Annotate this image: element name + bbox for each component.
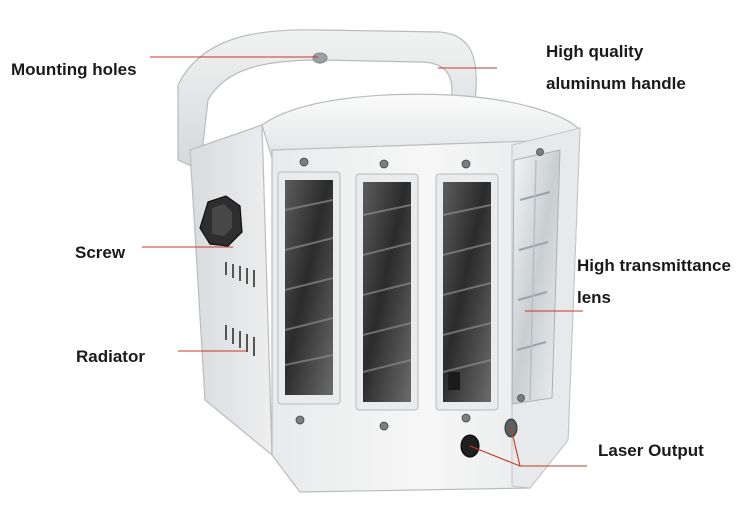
label-lens-line2: lens: [577, 288, 612, 307]
label-handle-line2: aluminum handle: [546, 74, 686, 93]
label-transmittance-lens: High transmittance lens: [577, 250, 731, 314]
lens-panel-1: [277, 171, 341, 405]
lens-panel-2: [355, 173, 419, 411]
mounting-hole: [312, 52, 328, 64]
clear-lens-panel: [511, 149, 561, 405]
label-aluminum-handle: High quality aluminum handle: [546, 36, 686, 100]
callout-lines: [142, 56, 587, 467]
label-handle-line1: High quality: [546, 42, 644, 61]
label-radiator: Radiator: [76, 347, 145, 366]
frame-screws: [295, 148, 544, 431]
screw-knob: [199, 195, 243, 247]
label-screw: Screw: [75, 243, 126, 262]
lens-panel-3: [435, 173, 499, 411]
label-mounting-holes: Mounting holes: [11, 60, 137, 79]
radiator-vents: [225, 262, 255, 356]
body-left-side: [189, 124, 273, 457]
label-laser-output: Laser Output: [598, 441, 704, 460]
label-lens-line1: High transmittance: [577, 256, 731, 275]
